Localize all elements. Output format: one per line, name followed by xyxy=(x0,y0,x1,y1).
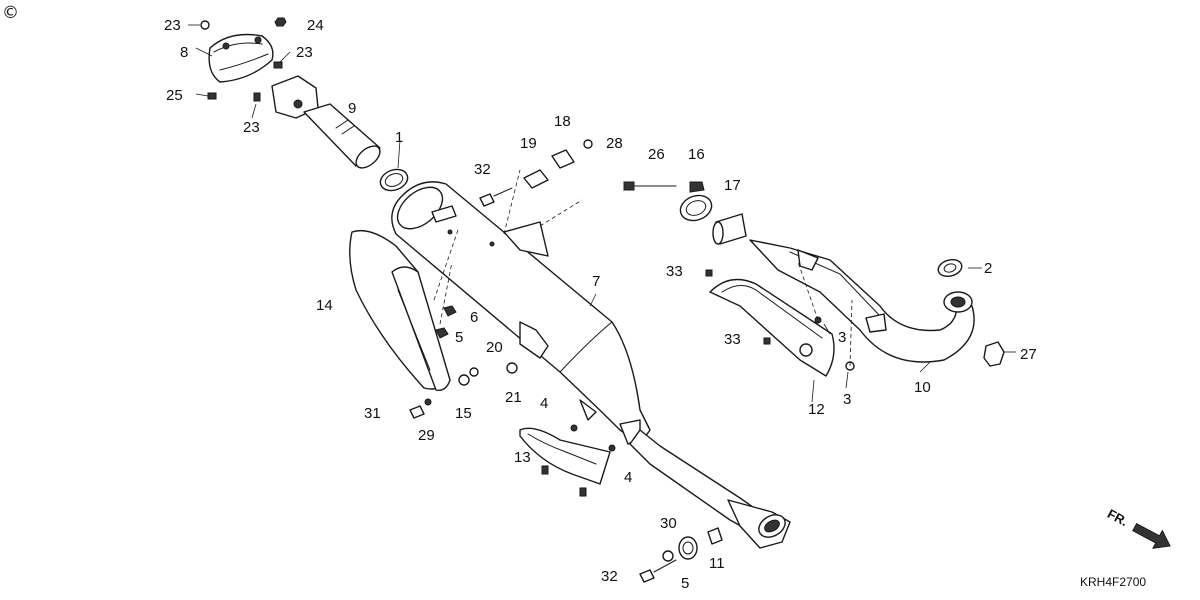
part-7-end-cap xyxy=(208,33,274,83)
callout-23: 23 xyxy=(164,17,181,34)
part-4-nut-lower xyxy=(608,444,616,452)
part-9-exhaust-pipe xyxy=(749,239,975,363)
part-2-gasket xyxy=(937,258,963,278)
part-30-bolt xyxy=(639,569,655,583)
callout-7: 8 xyxy=(180,44,188,61)
part-11-grommet xyxy=(678,536,698,560)
callout-8: 9 xyxy=(348,100,356,117)
part-1-gasket xyxy=(379,168,409,192)
callout-3: 3 xyxy=(838,329,846,346)
part-5-grommet-lower xyxy=(435,327,449,339)
part-13-bracket xyxy=(519,427,611,485)
part-8-tail-pipe xyxy=(271,75,381,169)
callout-13: 13 xyxy=(514,449,531,466)
callout-5: 5 xyxy=(455,329,463,346)
part-12-bracket xyxy=(709,278,835,377)
part-18-grommet xyxy=(551,149,575,169)
callout-17: 17 xyxy=(724,177,741,194)
callout-16: 16 xyxy=(688,146,705,163)
part-21-collar xyxy=(506,362,518,374)
callout-15: 15 xyxy=(455,405,472,422)
part-15-grommet xyxy=(458,374,470,386)
part-24-bolt xyxy=(623,181,635,191)
part-6-lower-pipe xyxy=(629,429,791,549)
callout-22: 23 xyxy=(243,119,260,136)
callout-26: 28 xyxy=(606,135,623,152)
callout-1: 1 xyxy=(395,129,403,146)
part-32-bolt-upper xyxy=(705,269,713,277)
callout-9: 10 xyxy=(914,379,931,396)
part-22-screw-lower xyxy=(253,92,261,102)
part-23-nut-top-right xyxy=(274,17,287,27)
callout-19: 19 xyxy=(520,135,537,152)
copyright-mark: © xyxy=(2,3,19,23)
callout-24: 26 xyxy=(648,146,665,163)
callout-21: 21 xyxy=(505,389,522,406)
part-32-bolt-lower xyxy=(763,337,771,345)
callout-29: 31 xyxy=(364,405,381,422)
part-17-collar xyxy=(712,213,747,245)
callout-labels: 23 24 8 23 25 23 9 1 18 19 28 32 26 16 1… xyxy=(164,17,1037,592)
part-25-nut xyxy=(983,341,1005,367)
callout-18: 18 xyxy=(554,113,571,130)
callout-20: 20 xyxy=(486,339,503,356)
part-28-washer xyxy=(662,550,674,562)
part-33-bolt-left xyxy=(541,465,549,475)
callout-14: 14 xyxy=(316,297,333,314)
callout-32: 33 xyxy=(724,331,741,348)
callout-2: 2 xyxy=(984,260,992,277)
callout-23: 25 xyxy=(166,87,183,104)
callout-6: 7 xyxy=(592,273,600,290)
callout-4: 4 xyxy=(540,395,548,412)
diagram-code: KRH4F2700 xyxy=(1080,575,1146,589)
part-31-bolt xyxy=(479,193,495,207)
callout-5: 6 xyxy=(470,309,478,326)
callout-27: 29 xyxy=(418,427,435,444)
part-27-nut xyxy=(424,398,432,406)
front-arrow-icon xyxy=(1132,522,1171,549)
part-14-heat-shield xyxy=(349,229,451,391)
part-29-bolt xyxy=(409,405,425,419)
callout-12: 12 xyxy=(808,401,825,418)
callout-25: 27 xyxy=(1020,346,1037,363)
part-19-collar xyxy=(523,169,549,189)
part-4-nut-upper xyxy=(570,424,578,432)
part-23-bolt-left xyxy=(207,92,217,100)
part-16-clamp xyxy=(679,181,713,222)
part-5-grommet-upper xyxy=(443,305,457,317)
callout-30: 32 xyxy=(601,568,618,585)
callout-22: 23 xyxy=(296,44,313,61)
part-22-screw-upper xyxy=(273,61,283,69)
front-direction-indicator: FR. xyxy=(1105,506,1171,549)
callout-4: 4 xyxy=(624,469,632,486)
callout-23: 24 xyxy=(307,17,324,34)
callout-11: 5 xyxy=(681,575,689,592)
part-20-washer xyxy=(469,367,479,377)
callout-28: 30 xyxy=(660,515,677,532)
callout-3: 3 xyxy=(843,391,851,408)
front-direction-label: FR. xyxy=(1105,506,1131,529)
part-23-washer-top-left xyxy=(200,20,210,30)
callout-32: 33 xyxy=(666,263,683,280)
part-26-nut xyxy=(583,139,593,149)
part-10-collar xyxy=(707,527,723,545)
callout-31: 32 xyxy=(474,161,491,178)
callout-10: 11 xyxy=(709,555,725,572)
part-33-bolt-right xyxy=(579,487,587,497)
